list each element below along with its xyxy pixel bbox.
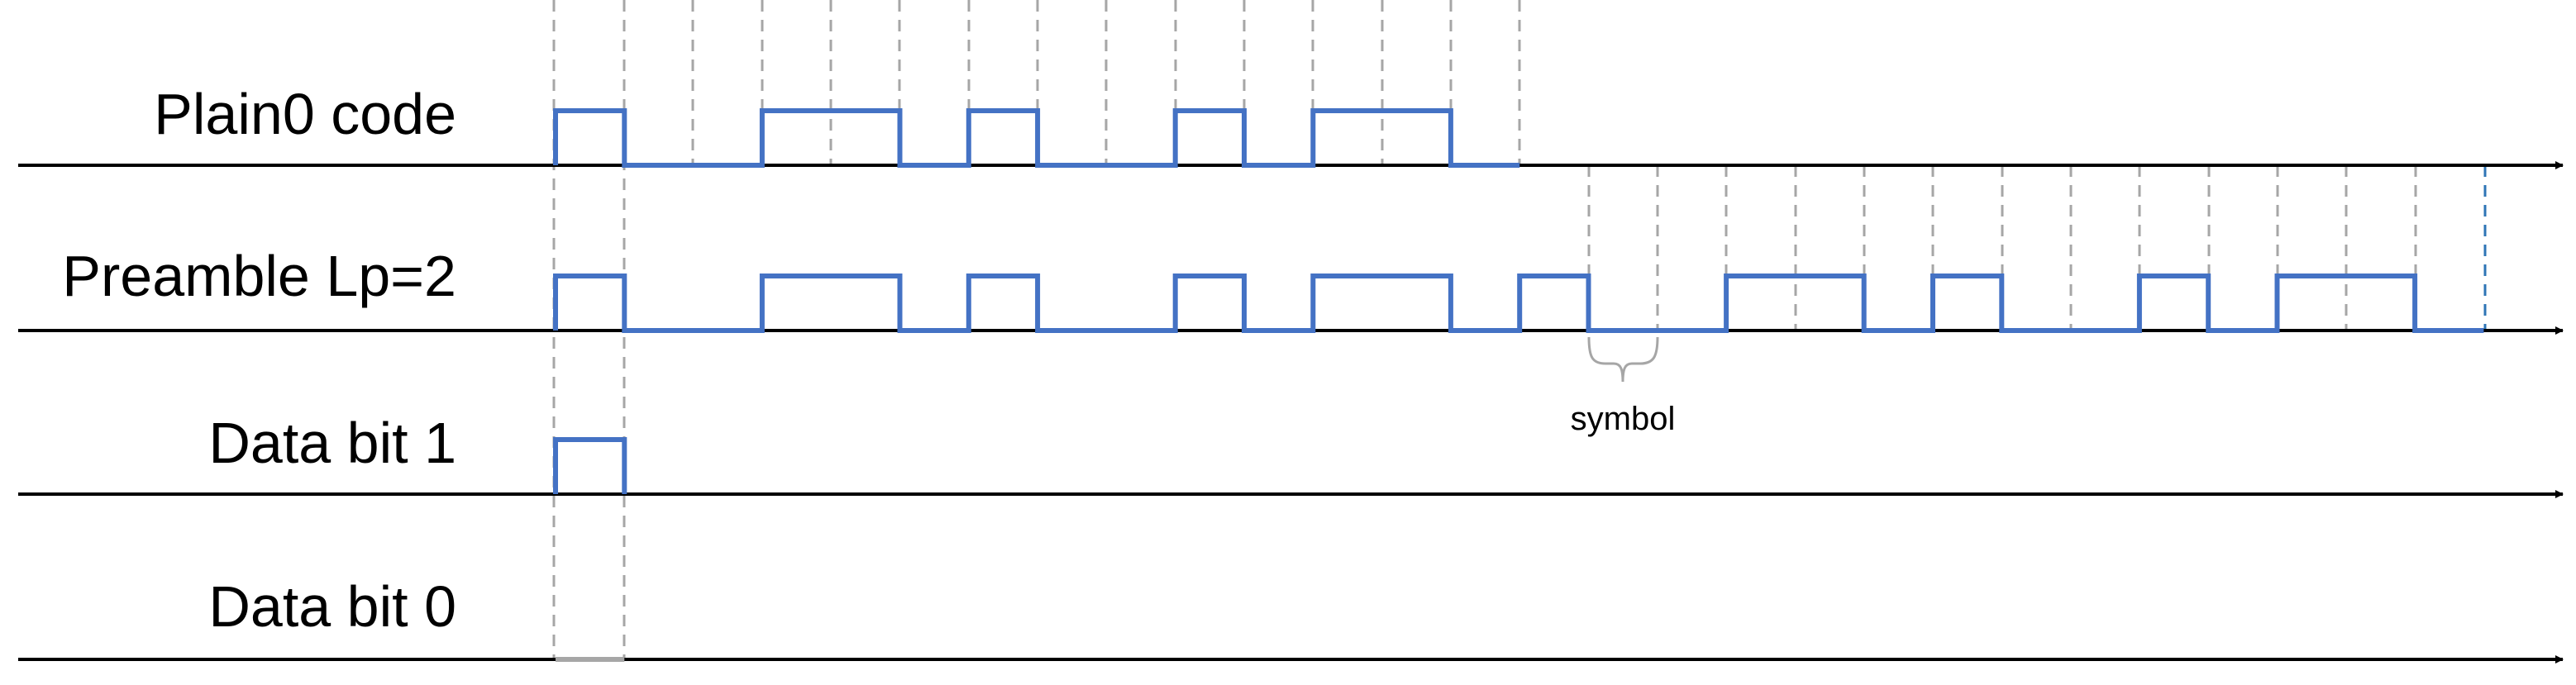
- symbol-brace: [1587, 336, 1659, 383]
- row-label-data-bit-1: Data bit 1: [208, 411, 456, 475]
- waveform-preamble: [553, 274, 2484, 333]
- row-label-data-bit-0: Data bit 0: [208, 574, 456, 639]
- symbol-label: symbol: [1571, 401, 1676, 437]
- row-label-preamble: Preamble Lp=2: [62, 244, 456, 308]
- waveforms: [553, 108, 2484, 662]
- row-label-plain0-code: Plain0 code: [154, 82, 456, 146]
- waveform-data-bit-1: [553, 437, 627, 494]
- waveform-plain0-code: [553, 108, 1520, 168]
